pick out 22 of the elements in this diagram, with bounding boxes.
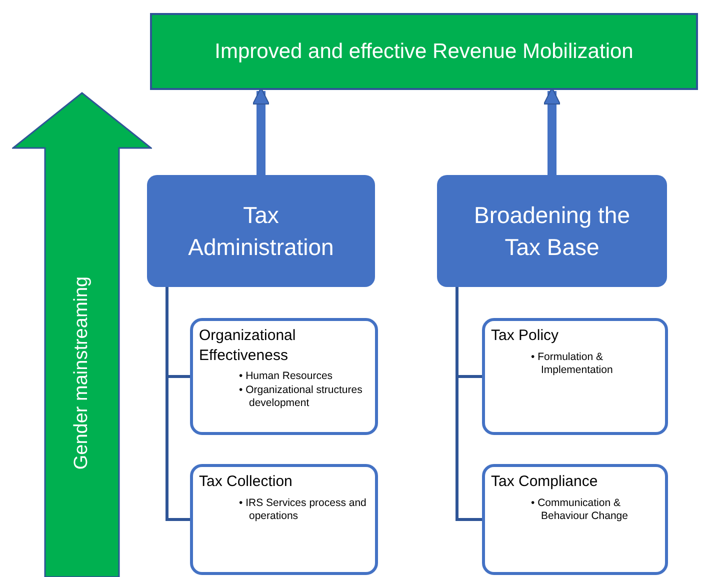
goal-text: Improved and effective Revenue Mobilization bbox=[214, 40, 634, 64]
bullet-item: • Communication & Behaviour Change bbox=[531, 496, 629, 524]
component-card bbox=[482, 464, 668, 575]
component-card bbox=[482, 318, 668, 435]
bullet-item: • Human Resources bbox=[239, 370, 334, 384]
component-card bbox=[190, 464, 378, 575]
bullet-item: • Organizational structures development bbox=[239, 384, 364, 411]
connector-line bbox=[166, 287, 190, 521]
arrow-label: Gender mainstreaming bbox=[71, 276, 93, 470]
goal-banner bbox=[150, 13, 698, 90]
card-title: Tax Policy bbox=[491, 326, 560, 346]
bullet-item: • Formulation & Implementation bbox=[531, 350, 614, 378]
connector-line bbox=[456, 287, 482, 521]
card-title: Organizational Effectiveness bbox=[199, 326, 297, 365]
card-title: Tax Compliance bbox=[491, 472, 599, 492]
card-title: Tax Collection bbox=[199, 472, 294, 492]
pillar-title: Tax Administration bbox=[187, 200, 335, 262]
bullet-item: • IRS Services process and operations bbox=[239, 496, 368, 524]
component-card bbox=[190, 318, 378, 435]
pillar-title: Broadening the Tax Base bbox=[472, 200, 631, 262]
pillar-box bbox=[437, 175, 667, 287]
pillar-box bbox=[147, 175, 375, 287]
